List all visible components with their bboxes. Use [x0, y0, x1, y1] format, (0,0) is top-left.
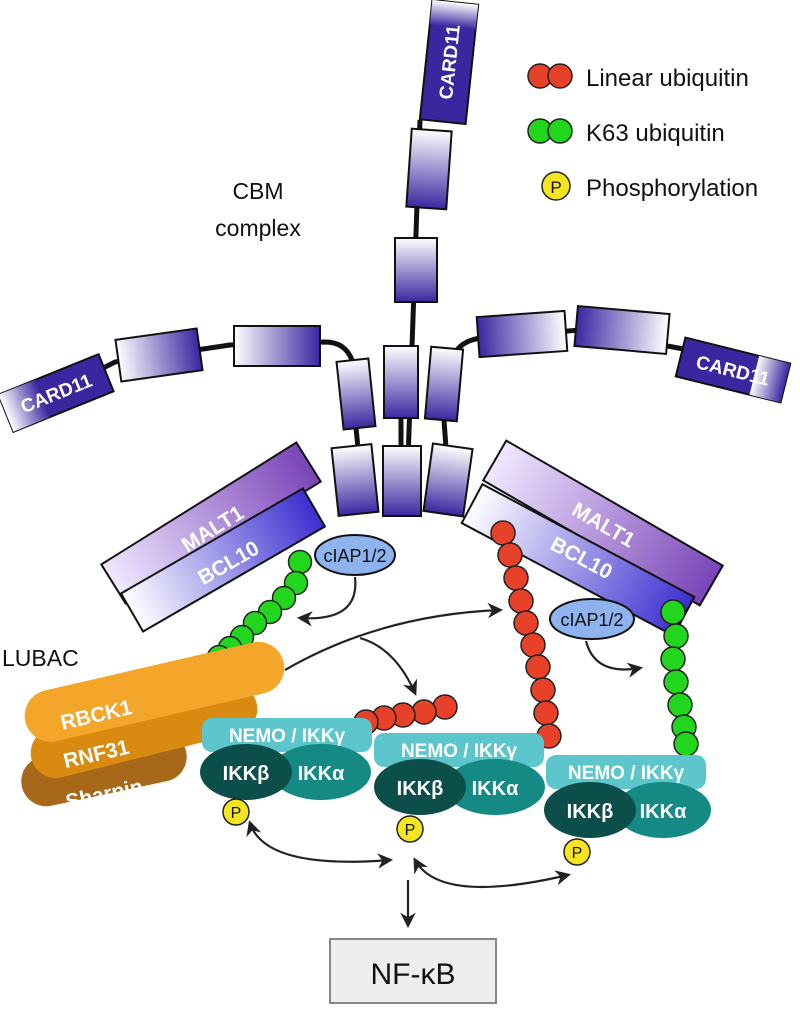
linear-ubiquitin-legend-icon: [527, 63, 573, 89]
nemo-middle-label: NEMO / IKKγ: [401, 741, 518, 762]
lubac-to-nemo-arrow: [359, 636, 418, 696]
legend-linear-label: Linear ubiquitin: [586, 65, 749, 92]
ikk-alpha-middle-label: IKKα: [472, 778, 519, 800]
lubac-complex: RBCK1 RNF31 Sharpin: [21, 641, 285, 814]
card11-domain: [405, 127, 453, 211]
card11-domain: [394, 237, 438, 303]
k63-ubiquitin-legend-icon: [527, 118, 573, 144]
card11-domain: [114, 327, 204, 383]
ciap-left-label: cIAP1/2: [323, 546, 386, 566]
svg-text:P: P: [550, 178, 561, 197]
ikk-beta-right-label: IKKβ: [567, 801, 614, 823]
linear-chain-right: [490, 520, 562, 749]
cbm-title-line1: CBM: [232, 178, 283, 204]
ikk-beta-middle: [374, 759, 466, 815]
lubac-title: LUBAC: [2, 645, 79, 671]
card11-top-chain: CARD11: [394, 0, 480, 461]
nfkb-box: NF-κB: [329, 938, 497, 1004]
ikk-complex-right: NEMO / IKKγ IKKβ IKKα P: [544, 755, 711, 866]
svg-text:P: P: [572, 845, 583, 862]
nfkb-label: NF-κB: [371, 958, 456, 991]
ubiquitin-unit: [432, 694, 458, 720]
ubiquitin-unit: [663, 669, 689, 695]
phospho-right: [563, 838, 591, 866]
nemo-right-label: NEMO / IKKγ: [568, 763, 685, 784]
ubiquitin-unit: [667, 692, 693, 718]
ikk-alpha-middle: [445, 759, 545, 815]
card11-bundle: [330, 345, 474, 518]
ikk-alpha-left: [271, 744, 371, 800]
malt1-bcl10-left: MALT1 BCL10: [99, 441, 327, 633]
ciap-to-k63-arrow-right: [584, 640, 644, 678]
ubiquitin-unit: [663, 623, 689, 649]
ikk-beta-middle-label: IKKβ: [397, 778, 444, 800]
ikk-beta-left: [200, 744, 292, 800]
k63-chain-right: [660, 599, 699, 757]
svg-text:P: P: [231, 805, 242, 822]
card11-domain: [475, 309, 569, 359]
ubiquitin-unit: [508, 588, 534, 614]
lubac-to-linear-arrow: [284, 602, 504, 671]
rbck1-subunit: [24, 641, 285, 742]
phosphorylation-legend-icon: P: [541, 171, 571, 201]
legend: Linear ubiquitin K63 ubiquitin P Phospho…: [527, 63, 758, 202]
nemo-right: [546, 755, 706, 789]
ubiquitin-unit: [533, 700, 559, 726]
ciap-right-label: cIAP1/2: [560, 610, 623, 630]
ciap-right: cIAP1/2: [549, 598, 635, 640]
ubiquitin-unit: [411, 699, 437, 725]
ubiquitin-unit: [660, 646, 686, 672]
phospho-exchange-arrow-left: [246, 820, 394, 869]
ciap-left: cIAP1/2: [314, 534, 396, 576]
ubiquitin-unit: [660, 599, 686, 625]
ubiquitin-unit: [490, 520, 516, 546]
phospho-middle: [396, 815, 424, 843]
legend-k63-label: K63 ubiquitin: [586, 120, 725, 147]
svg-text:P: P: [405, 822, 416, 839]
nemo-left: [202, 718, 372, 752]
card11-right: CARD11: [674, 336, 792, 404]
legend-phospho-label: Phosphorylation: [586, 175, 758, 202]
ubiquitin-unit: [513, 610, 539, 636]
card11-top: CARD11: [418, 0, 480, 126]
arrows: [246, 576, 644, 929]
ikk-beta-right: [544, 782, 636, 838]
ikk-alpha-left-label: IKKα: [298, 763, 345, 785]
card11-right-chain: CARD11: [449, 304, 792, 404]
cbm-title-line2: complex: [215, 215, 301, 241]
ikk-complex-middle: NEMO / IKKγ IKKβ IKKα P: [374, 733, 545, 843]
ubiquitin-unit: [497, 542, 523, 568]
card11-domain: [573, 304, 671, 356]
ikk-alpha-right: [615, 782, 711, 838]
ubiquitin-unit: [530, 677, 556, 703]
ubiquitin-unit: [287, 549, 313, 575]
ikk-alpha-right-label: IKKα: [640, 801, 687, 823]
card11-left: CARD11: [0, 352, 115, 434]
ubiquitin-unit: [520, 632, 546, 658]
card11-domain: [233, 325, 321, 367]
ubiquitin-unit: [525, 654, 551, 680]
ikk-beta-left-label: IKKβ: [223, 763, 270, 785]
nemo-left-label: NEMO / IKKγ: [229, 726, 346, 747]
ikk-complex-left: NEMO / IKKγ IKKβ IKKα P: [200, 718, 372, 826]
ciap-to-k63-arrow: [296, 576, 357, 627]
phospho-exchange-arrow-right: [413, 857, 571, 889]
nemo-middle: [374, 733, 544, 767]
ubiquitin-unit: [673, 731, 699, 757]
phospho-left: [222, 798, 250, 826]
card11-left-chain: CARD11: [0, 325, 355, 434]
bcl10-left: [119, 487, 327, 633]
ubiquitin-unit: [503, 565, 529, 591]
